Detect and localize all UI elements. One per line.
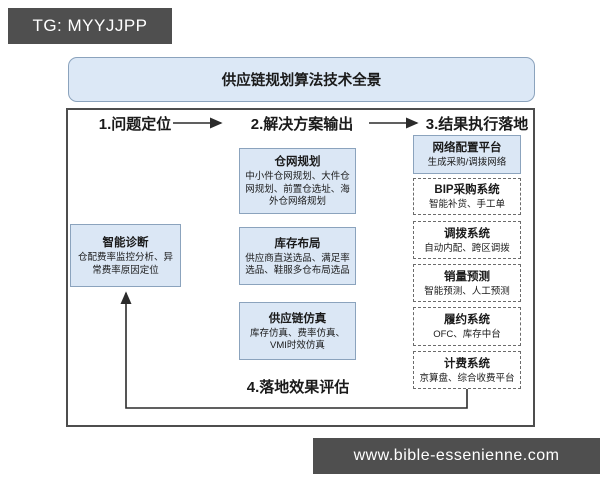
box-title: 供应链仿真 — [268, 312, 327, 325]
solution-box-supplychain-simulation: 供应链仿真 库存仿真、费率仿真、VMI时效仿真 — [239, 302, 356, 360]
box-title: 网络配置平台 — [432, 142, 502, 155]
box-desc: 智能预测、人工预测 — [424, 285, 510, 297]
box-title: 调拨系统 — [444, 227, 490, 240]
box-desc: 智能补货、手工单 — [428, 199, 505, 211]
box-desc: 仓配费率监控分析、异常费率原因定位 — [77, 252, 173, 276]
step4-label: 4.落地效果评估 — [246, 379, 350, 396]
box-title: 仓网规划 — [274, 156, 321, 169]
watermark-tg-badge: TG: MYYJJPP — [8, 8, 172, 44]
system-box-bip-purchase: BIP采购系统 智能补货、手工单 — [413, 178, 521, 215]
diagnosis-box: 智能诊断 仓配费率监控分析、异常费率原因定位 — [70, 224, 181, 287]
box-desc: 中小件仓网规划、大件仓网规划、前置仓选址、海外仓网络规划 — [245, 171, 350, 208]
step3-label: 3.结果执行落地 — [425, 116, 529, 133]
solution-box-inventory-layout: 库存布局 供应商直送选品、满足率选品、鞋服多仓布局选品 — [239, 227, 356, 285]
box-desc: 京算盘、综合收费平台 — [419, 372, 515, 384]
box-title: 库存布局 — [274, 237, 321, 250]
solution-box-warehouse-network: 仓网规划 中小件仓网规划、大件仓网规划、前置仓选址、海外仓网络规划 — [239, 148, 356, 214]
step1-label: 1.问题定位 — [98, 116, 172, 133]
box-title: 智能诊断 — [102, 237, 149, 250]
system-box-fulfillment: 履约系统 OFC、库存中台 — [413, 307, 521, 346]
diagram-title: 供应链规划算法技术全景 — [68, 57, 535, 102]
watermark-url-badge: www.bible-essenienne.com — [313, 438, 600, 474]
box-title: 计费系统 — [444, 357, 490, 370]
box-title: BIP采购系统 — [434, 184, 500, 197]
box-title: 销量预测 — [444, 270, 490, 283]
box-desc: 生成采购/调拨网络 — [427, 157, 507, 169]
box-desc: 库存仿真、费率仿真、VMI时效仿真 — [249, 327, 345, 351]
system-box-network-config: 网络配置平台 生成采购/调拨网络 — [413, 135, 521, 174]
system-box-transfer: 调拨系统 自动内配、跨区调拨 — [413, 221, 521, 259]
box-desc: 自动内配、跨区调拨 — [424, 242, 510, 254]
system-box-billing: 计费系统 京算盘、综合收费平台 — [413, 351, 521, 389]
step2-label: 2.解决方案输出 — [250, 116, 354, 133]
system-box-sales-forecast: 销量预测 智能预测、人工预测 — [413, 264, 521, 302]
box-desc: 供应商直送选品、满足率选品、鞋服多仓布局选品 — [245, 252, 350, 276]
box-title: 履约系统 — [444, 314, 490, 327]
box-desc: OFC、库存中台 — [433, 329, 501, 341]
